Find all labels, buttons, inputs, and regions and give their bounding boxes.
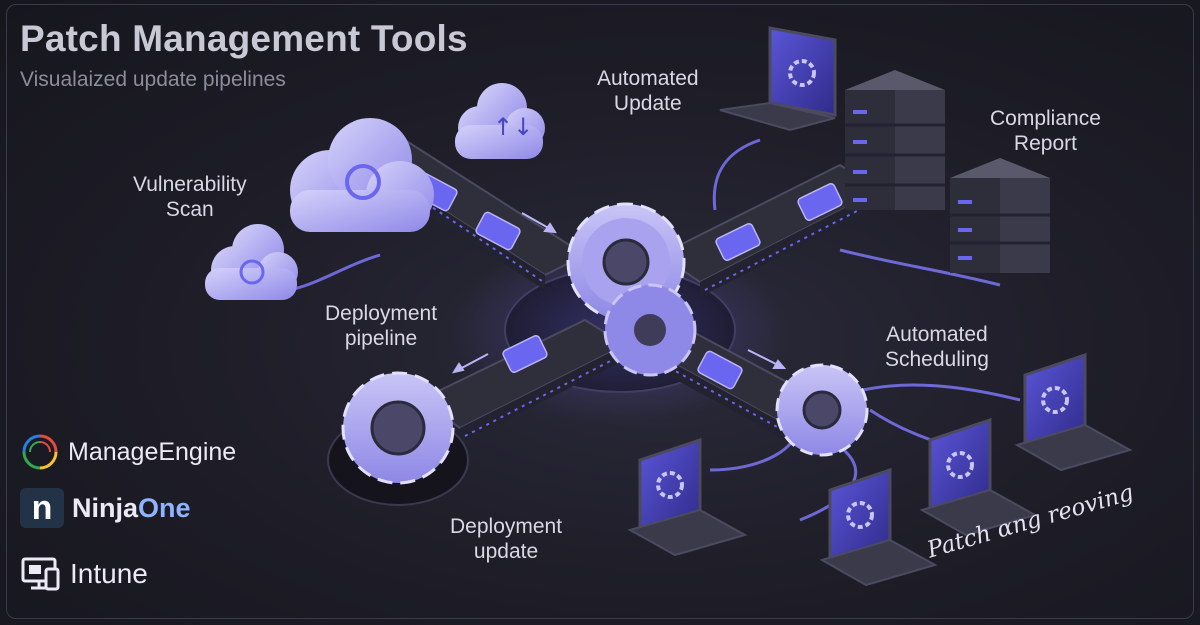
brand-intune: Intune — [20, 555, 148, 593]
brand-intune-text: Intune — [70, 558, 148, 589]
server-stack-right-icon — [950, 158, 1050, 273]
flow-arrows — [451, 212, 787, 374]
gear-center-lower-icon — [603, 283, 697, 377]
laptop-right-icon — [1014, 352, 1133, 472]
ninjaone-logo-icon: n — [20, 488, 64, 528]
brand-manageengine: ManageEngine — [20, 432, 236, 472]
cloud-small-icon — [205, 224, 298, 300]
svg-text:↑↓: ↑↓ — [493, 113, 533, 141]
laptop-bottom-icon — [819, 467, 938, 587]
brand-ninjaone-text: NinjaOne — [72, 492, 191, 523]
laptop-front-icon — [627, 437, 748, 557]
laptop-mid-icon — [919, 417, 1038, 537]
cable-automated-update — [712, 138, 761, 211]
server-stack-center-icon — [845, 70, 945, 210]
cloud-large-icon — [290, 118, 434, 232]
manageengine-logo-icon — [22, 434, 58, 470]
page-title: Patch Management Tools — [20, 18, 468, 59]
cloud-upload-icon: ↑↓ — [455, 83, 545, 159]
intune-icon — [21, 557, 60, 591]
page-subtitle: Visualaized update pipelines — [20, 68, 286, 91]
laptop-top-icon — [719, 26, 837, 132]
gear-left-icon — [327, 371, 469, 506]
cable-compliance — [839, 248, 1001, 287]
brand-ninjaone: n NinjaOne — [20, 488, 191, 528]
canvas-frame — [6, 4, 1194, 619]
gear-right-icon — [775, 363, 869, 457]
brand-manageengine-text: ManageEngine — [68, 437, 237, 466]
